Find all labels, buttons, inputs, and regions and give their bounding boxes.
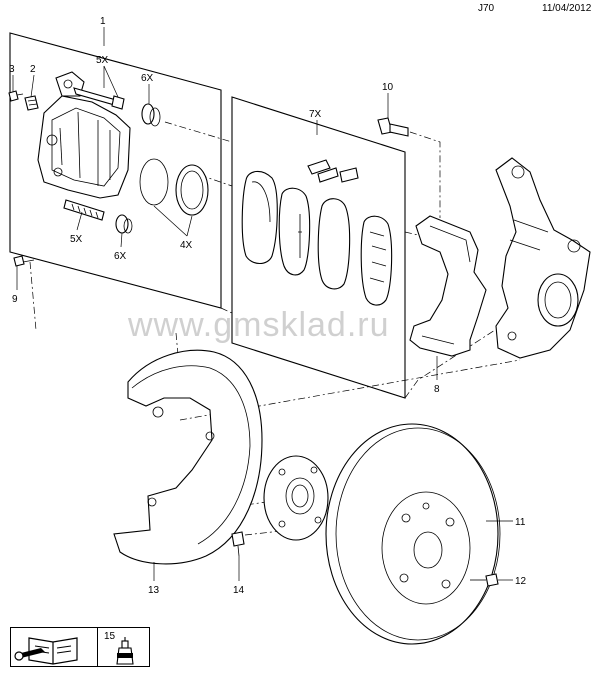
adhesive-bottle-icon (116, 637, 134, 665)
callout-8: 8 (434, 384, 440, 395)
disc-retaining-screw (470, 573, 499, 587)
callout-6x-lower: 6X (114, 251, 127, 262)
guide-pin-upper (73, 87, 125, 110)
callout-11: 11 (515, 517, 526, 528)
callout-6x-upper: 6X (141, 73, 154, 84)
bleeder-screw (8, 90, 24, 102)
callout-4x: 4X (180, 240, 193, 251)
callout-12: 12 (515, 576, 527, 587)
guide-bushing-upper (141, 103, 161, 127)
guide-pin-lower (63, 199, 105, 221)
piston-seals (139, 158, 209, 216)
callout-5x-upper: 5X (96, 55, 109, 66)
diagram-code: J70 (478, 3, 495, 14)
caliper-carrier (409, 215, 487, 357)
callout-13: 13 (148, 585, 160, 596)
leader-lines (12, 27, 513, 581)
shield-bolt (231, 531, 245, 557)
callout-5x-lower: 5X (70, 234, 83, 245)
callout-14: 14 (233, 585, 245, 596)
legend-number: 15 (104, 631, 116, 642)
callout-1: 1 (100, 16, 106, 27)
watermark-text: www.gmsklad.ru (127, 306, 390, 344)
callout-9: 9 (12, 294, 18, 305)
pad-clips (307, 159, 359, 183)
diagram-date: 11/04/2012 (542, 3, 592, 14)
legend-divider (97, 628, 98, 666)
steering-knuckle (495, 157, 591, 359)
callout-7x: 7X (309, 109, 322, 120)
wheel-hub (263, 455, 329, 541)
guide-bushing-lower (115, 214, 133, 234)
caliper-bolt (13, 255, 35, 267)
carrier-bolt (377, 117, 409, 137)
callout-10: 10 (382, 82, 394, 93)
bleeder-cap (24, 95, 39, 111)
book-wrench-icon (14, 637, 78, 665)
brake-disc (325, 423, 501, 645)
callout-2: 2 (30, 64, 36, 75)
brake-pads (241, 170, 393, 306)
callout-3: 3 (9, 64, 15, 75)
brake-dust-shield (113, 349, 263, 565)
legend-box: 15 (10, 627, 150, 667)
